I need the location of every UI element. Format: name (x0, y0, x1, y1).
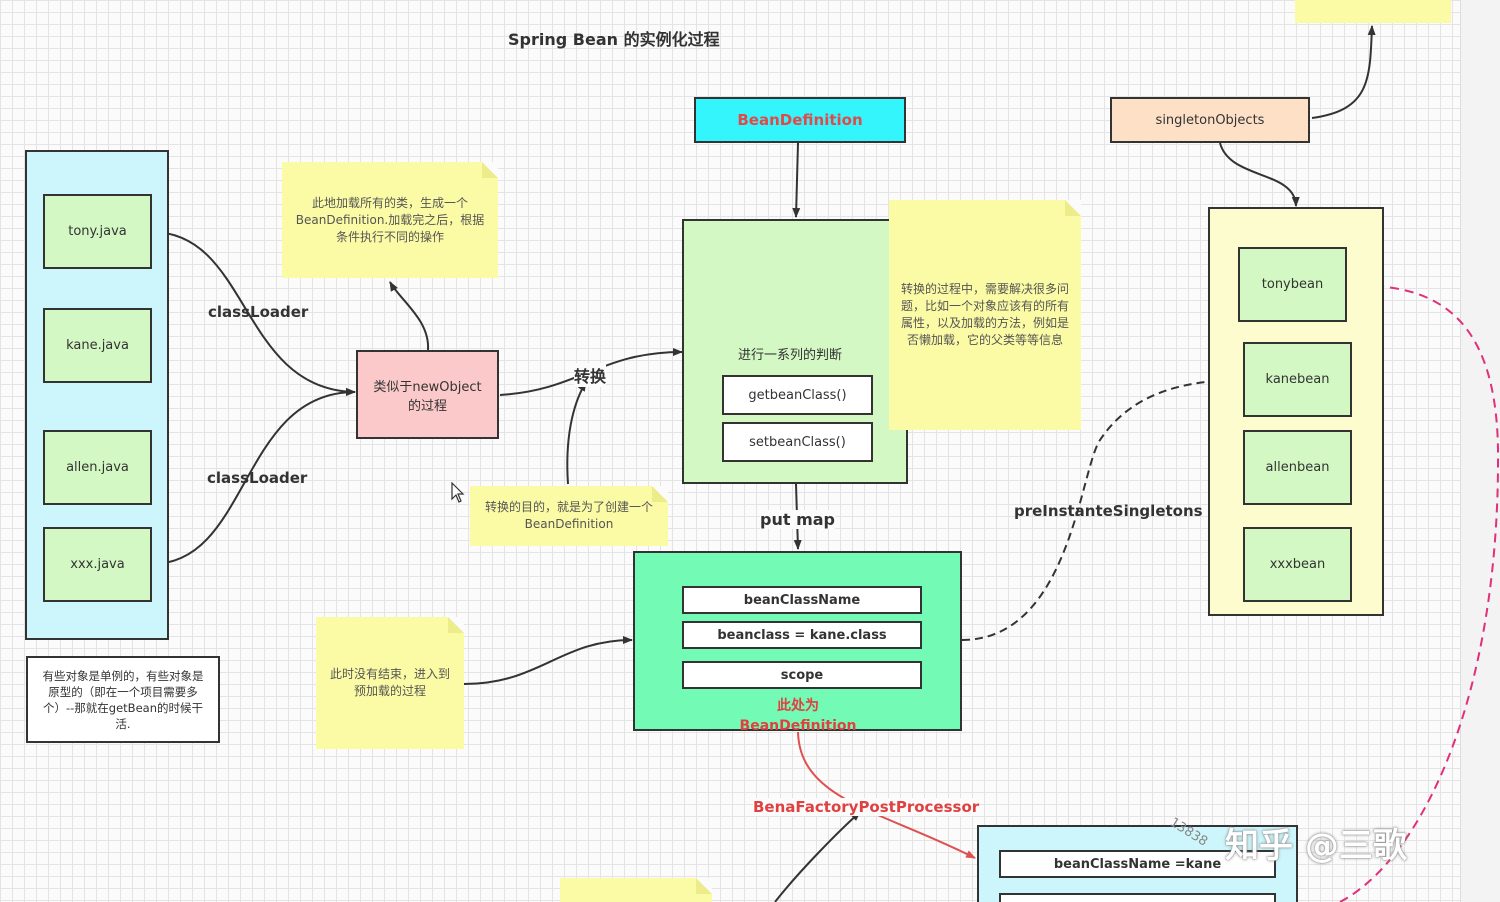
bean-tony[interactable]: tonybean (1238, 247, 1347, 322)
singleton-objects-box[interactable]: singletonObjects (1110, 97, 1310, 143)
edge-preinstante-dashed (961, 376, 1243, 641)
edge-xxx-to-newobject (151, 388, 356, 565)
sticky-note-preload[interactable]: 此时没有结束，进入到预加载的过程 (316, 617, 464, 749)
method-set-bean-class[interactable]: setbeanClass() (722, 422, 873, 462)
sticky-note-convert-process[interactable]: 转换的过程中，需要解决很多问题，比如一个对象应该有的所有属性，以及加载的方法，例… (889, 200, 1081, 430)
sticky-note-convert-purpose[interactable]: 转换的目的，就是为了创建一个BeanDefinition (470, 486, 668, 546)
scrollbar-area[interactable] (1460, 0, 1500, 902)
bean-kane[interactable]: kanebean (1243, 342, 1352, 417)
bd-field-bean-class[interactable]: beanclass = kane.class (682, 621, 922, 649)
singleton-note-box[interactable]: 有些对象是单例的，有些对象是原型的（即在一个项目需要多个）--那就在getBea… (26, 656, 220, 743)
edge-newobject-to-note (389, 281, 430, 351)
bd-field-scope[interactable]: scope (682, 661, 922, 689)
edge-note-to-convert (566, 381, 587, 485)
edge-singleton-to-beans (1219, 142, 1300, 207)
bean-allen[interactable]: allenbean (1243, 430, 1352, 505)
class-file-kane[interactable]: kane.java (43, 308, 152, 383)
top-note-fragment (1295, 0, 1451, 23)
edge-preload-note-to-box (463, 636, 633, 685)
bd-here-label: 此处为BeanDefinition (739, 698, 857, 730)
put-map-label: put map (760, 510, 835, 529)
edge-pink-dashed-return (1339, 281, 1500, 902)
class-file-tony[interactable]: tony.java (43, 194, 152, 269)
edge-beandef-to-judge (792, 142, 801, 218)
sticky-note-load[interactable]: 此地加载所有的类，生成一个BeanDefinition.加载完之后，根据条件执行… (282, 162, 498, 278)
classloader-label-top: classLoader (208, 303, 309, 321)
mouse-cursor-icon (451, 481, 465, 504)
classloader-label-bottom: classLoader (207, 469, 308, 487)
diagram-title: Spring Bean 的实例化过程 (508, 30, 720, 49)
edge-singleton-to-top (1311, 25, 1376, 119)
edge-bottom-to-processor (774, 811, 861, 902)
class-file-xxx[interactable]: xxx.java (43, 527, 152, 602)
watermark-text: 知乎 @三歌 (1225, 826, 1407, 866)
edge-tony-to-newobject (151, 231, 356, 396)
bean-definition-title-box[interactable]: BeanDefinition (694, 97, 906, 143)
processed-field-fragment (999, 893, 1276, 902)
judge-text: 进行一系列的判断 (738, 348, 843, 363)
bd-field-bean-class-name[interactable]: beanClassName (682, 586, 922, 614)
sticky-note-bottom-fragment (560, 878, 712, 902)
convert-label: 转换 (574, 363, 607, 387)
processed-field-bean-class-name[interactable]: beanClassName =kane (999, 850, 1276, 878)
class-file-allen[interactable]: allen.java (43, 430, 152, 505)
bean-xxx[interactable]: xxxbean (1243, 527, 1352, 602)
processor-label: BenaFactoryPostProcessor (753, 798, 980, 816)
method-get-bean-class[interactable]: getbeanClass() (722, 375, 873, 415)
pre-instante-singletons-label: preInstanteSingletons (1014, 502, 1203, 520)
edge-beandef-to-bottom (797, 731, 976, 859)
new-object-box[interactable]: 类似于newObject的过程 (356, 350, 499, 439)
